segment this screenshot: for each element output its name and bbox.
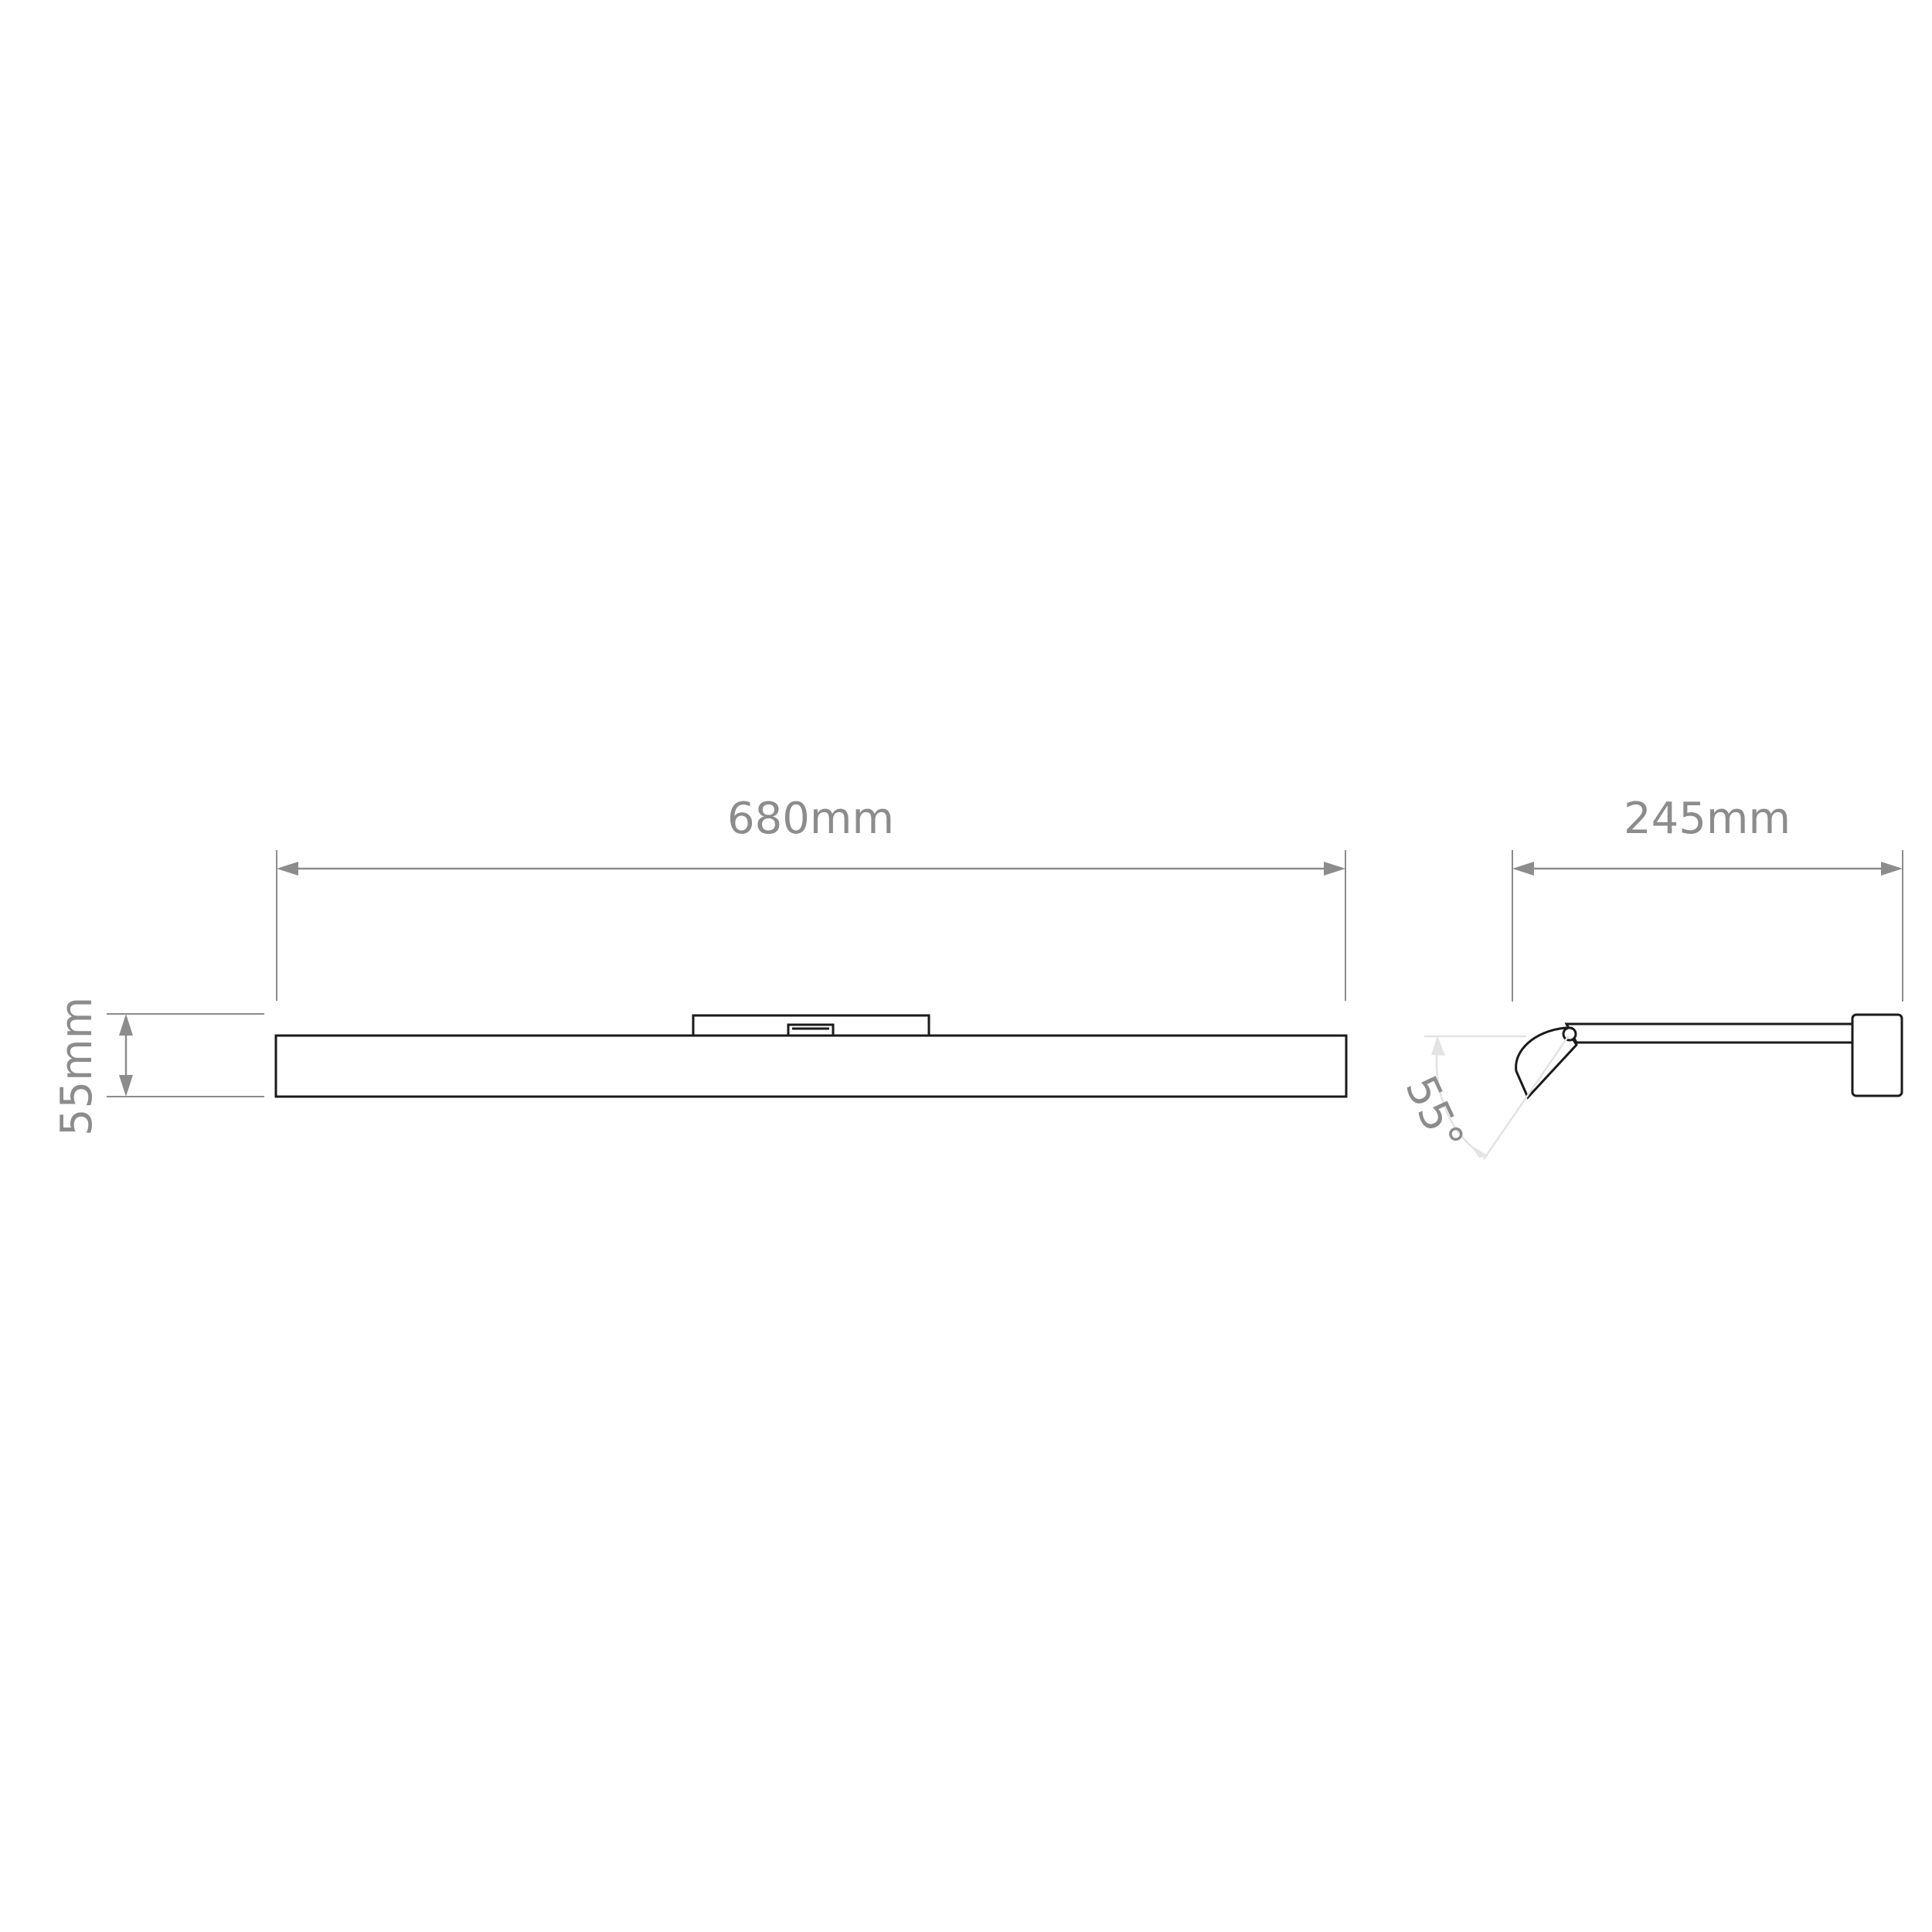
angle-arrow-bottom bbox=[1470, 1145, 1488, 1158]
side-wall-plate bbox=[1851, 1013, 1903, 1097]
projection-label: 245mm bbox=[1624, 794, 1791, 844]
front-view bbox=[274, 1014, 1348, 1098]
height-label: 55mm bbox=[52, 997, 102, 1136]
front-switch-tab bbox=[787, 1023, 835, 1037]
side-pivot bbox=[1562, 1026, 1577, 1042]
height-arrow-top bbox=[119, 1014, 133, 1036]
width-arrow-left bbox=[277, 862, 298, 876]
side-view bbox=[1515, 1013, 1903, 1100]
width-dimension: 680mm bbox=[276, 794, 1346, 1001]
width-arrow-right bbox=[1324, 862, 1345, 876]
height-arrow-bottom bbox=[119, 1075, 133, 1097]
width-label: 680mm bbox=[727, 794, 894, 844]
projection-dimension: 245mm bbox=[1512, 794, 1903, 1002]
angle-label: 55° bbox=[1395, 1068, 1473, 1158]
projection-arrow-left bbox=[1512, 862, 1534, 876]
projection-arrow-right bbox=[1881, 862, 1903, 876]
front-light-bar bbox=[274, 1034, 1348, 1098]
height-dimension: 55mm bbox=[52, 997, 264, 1136]
side-arm bbox=[1564, 1022, 1854, 1044]
angle-arrow-top bbox=[1431, 1036, 1445, 1056]
